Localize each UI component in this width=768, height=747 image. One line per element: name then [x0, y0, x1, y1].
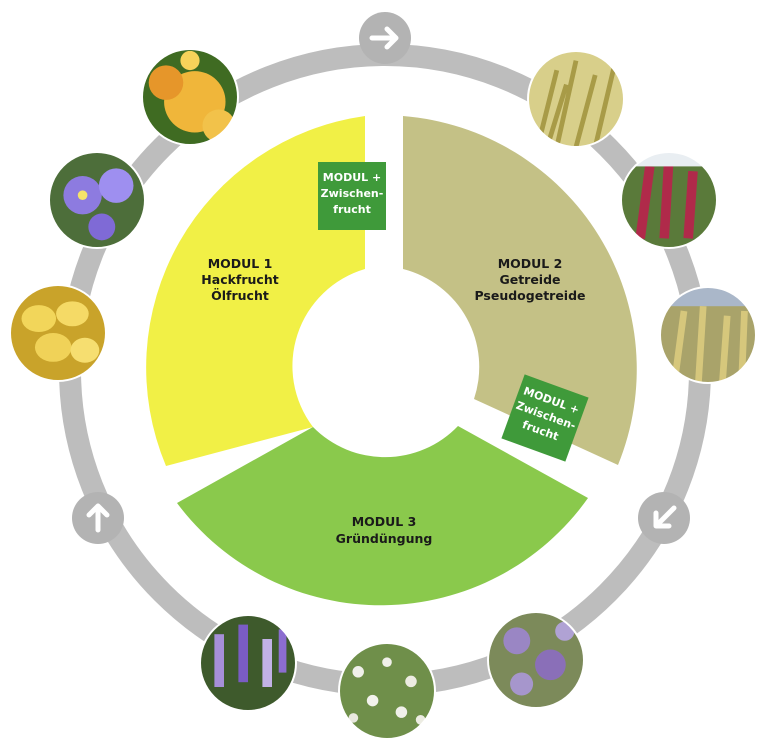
clover-photo [338, 642, 436, 740]
module1-segment [146, 116, 365, 466]
badge1-line3: frucht [333, 203, 371, 216]
module1-title: MODUL 1 [208, 256, 273, 271]
lupin-photo [199, 614, 297, 712]
phacelia-photo [487, 611, 585, 709]
module2-segment [403, 116, 637, 465]
catch-crop-badge-right: MODUL + Zwischen- frucht [501, 374, 589, 462]
arrow-up-icon [72, 492, 124, 544]
arrow-right-icon [359, 12, 411, 64]
arrow-down-left-icon [638, 492, 690, 544]
module3-line1: Gründüngung [336, 531, 433, 546]
barley-photo [527, 50, 625, 148]
amaranth-photo [620, 151, 718, 249]
module2-line1: Getreide [499, 272, 560, 287]
potato-photo [9, 284, 107, 382]
catch-crop-badge-top: MODUL + Zwischen- frucht [318, 162, 386, 230]
flax-photo [48, 151, 146, 249]
module1-line2: Ölfrucht [211, 288, 269, 303]
module3-segment [177, 426, 588, 606]
module2-line2: Pseudogetreide [474, 288, 585, 303]
module3-title: MODUL 3 [352, 514, 417, 529]
badge1-line2: Zwischen- [321, 187, 384, 200]
badge1-line1: MODUL + [323, 171, 381, 184]
pumpkin-photo [141, 48, 239, 146]
oats-photo [659, 286, 757, 384]
module2-title: MODUL 2 [498, 256, 563, 271]
module1-line1: Hackfrucht [201, 272, 278, 287]
